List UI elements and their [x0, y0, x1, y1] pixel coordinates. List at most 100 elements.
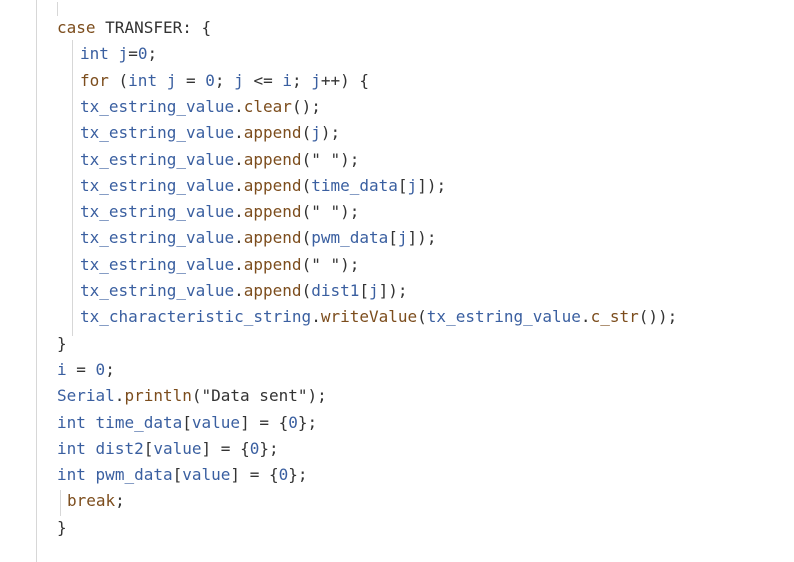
code-token: int	[57, 465, 86, 485]
code-token: ;	[105, 359, 115, 379]
indent-guide	[36, 0, 37, 562]
code-token: ());	[638, 307, 678, 327]
code-token: =	[128, 44, 138, 64]
code-token: (	[301, 175, 312, 195]
code-token: append	[243, 254, 302, 274]
code-token: j	[166, 70, 177, 90]
code-token: case	[57, 18, 96, 37]
code-line[interactable]: }	[57, 331, 67, 357]
code-token	[86, 413, 96, 432]
code-token: j	[311, 70, 321, 90]
code-token: int	[57, 438, 86, 458]
code-token: .	[234, 228, 244, 248]
code-token: (	[108, 70, 129, 90]
code-token: time_data	[95, 412, 183, 432]
code-token: (	[301, 123, 312, 143]
code-token: tx_estring_value	[80, 123, 235, 143]
code-token: Serial	[57, 386, 115, 406]
code-token: writeValue	[320, 307, 418, 327]
code-line[interactable]: tx_estring_value.append(" ");	[80, 147, 359, 173]
code-line[interactable]: for (int j = 0; j <= i; j++) {	[80, 68, 369, 94]
indent-guide	[60, 490, 61, 516]
code-token: =	[66, 359, 96, 379]
code-token: ] = {	[240, 412, 289, 432]
code-token: ;	[147, 44, 158, 64]
code-token: j	[118, 44, 129, 64]
code-token: .	[234, 281, 244, 300]
code-line[interactable]: tx_estring_value.append(pwm_data[j]);	[80, 225, 436, 251]
code-token: (	[417, 307, 427, 327]
code-line[interactable]: break;	[67, 488, 125, 514]
code-token: [	[388, 228, 398, 248]
code-token: {	[201, 18, 212, 37]
code-token: dist2	[95, 438, 144, 458]
code-line[interactable]: int pwm_data[value] = {0};	[57, 462, 308, 488]
code-token: [	[397, 175, 408, 195]
code-token: .	[234, 175, 244, 195]
code-token: tx_estring_value	[426, 307, 581, 327]
code-token: for	[80, 70, 109, 90]
code-token: ] = {	[201, 438, 250, 458]
code-token: ();	[291, 96, 321, 116]
code-line[interactable]: tx_characteristic_string.writeValue(tx_e…	[80, 304, 677, 330]
code-line[interactable]: Serial.println("Data sent");	[57, 383, 327, 409]
code-token: };	[288, 465, 308, 485]
code-token: ]);	[407, 228, 437, 248]
code-token: ;	[291, 70, 312, 90]
code-line[interactable]: int time_data[value] = {0};	[57, 410, 317, 436]
code-line[interactable]: tx_estring_value.clear();	[80, 94, 321, 120]
code-line[interactable]: tx_estring_value.append(" ");	[80, 252, 359, 278]
code-token	[96, 18, 106, 37]
code-token: TRANSFER	[105, 18, 183, 37]
code-token: .	[234, 123, 244, 143]
code-token: ]);	[378, 281, 408, 300]
code-token: 0	[205, 70, 215, 90]
code-token: append	[243, 281, 302, 300]
code-token: (" ");	[301, 202, 360, 222]
code-token: clear	[243, 96, 292, 116]
code-token: value	[182, 465, 231, 485]
code-token	[86, 465, 96, 484]
code-token	[157, 71, 167, 90]
code-token: time_data	[311, 175, 398, 195]
indent-guide	[72, 40, 73, 336]
code-token: pwm_data	[311, 228, 389, 248]
code-token: i	[57, 359, 67, 379]
code-line[interactable]: tx_estring_value.append(j);	[80, 120, 340, 146]
code-line[interactable]: tx_estring_value.append(" ");	[80, 199, 359, 225]
code-line[interactable]: }	[57, 515, 67, 541]
code-line[interactable]: int j=0;	[80, 41, 157, 67]
code-line[interactable]: case TRANSFER: {	[57, 15, 211, 41]
indent-guide	[57, 2, 58, 16]
code-token: append	[243, 228, 302, 248]
code-token: 0	[249, 438, 260, 458]
code-token: int	[80, 44, 109, 64]
code-line[interactable]: i = 0;	[57, 357, 115, 383]
code-token: .	[311, 307, 321, 327]
code-token: 0	[95, 359, 106, 379]
code-token: }	[57, 333, 67, 353]
code-token: );	[320, 123, 341, 143]
code-token: [	[143, 438, 154, 458]
code-token: c_str	[590, 307, 639, 327]
code-token	[109, 44, 119, 63]
code-token: };	[259, 438, 279, 458]
code-line[interactable]: tx_estring_value.append(dist1[j]);	[80, 278, 408, 304]
code-token: }	[57, 517, 67, 537]
code-token	[192, 18, 202, 37]
code-token: j	[311, 123, 321, 143]
code-token: tx_estring_value	[80, 149, 235, 169]
code-token: (" ");	[301, 149, 360, 169]
code-token: :	[182, 18, 192, 37]
code-token: ;	[214, 70, 235, 90]
code-line[interactable]: int dist2[value] = {0};	[57, 436, 279, 462]
code-token: append	[243, 175, 302, 195]
code-token: ("Data sent");	[191, 386, 327, 406]
code-token: append	[243, 123, 302, 143]
code-token: 0	[278, 465, 289, 485]
code-line[interactable]: tx_estring_value.append(time_data[j]);	[80, 173, 446, 199]
code-token: ] = {	[230, 465, 279, 485]
code-token: (	[301, 281, 312, 300]
code-token	[86, 439, 96, 458]
